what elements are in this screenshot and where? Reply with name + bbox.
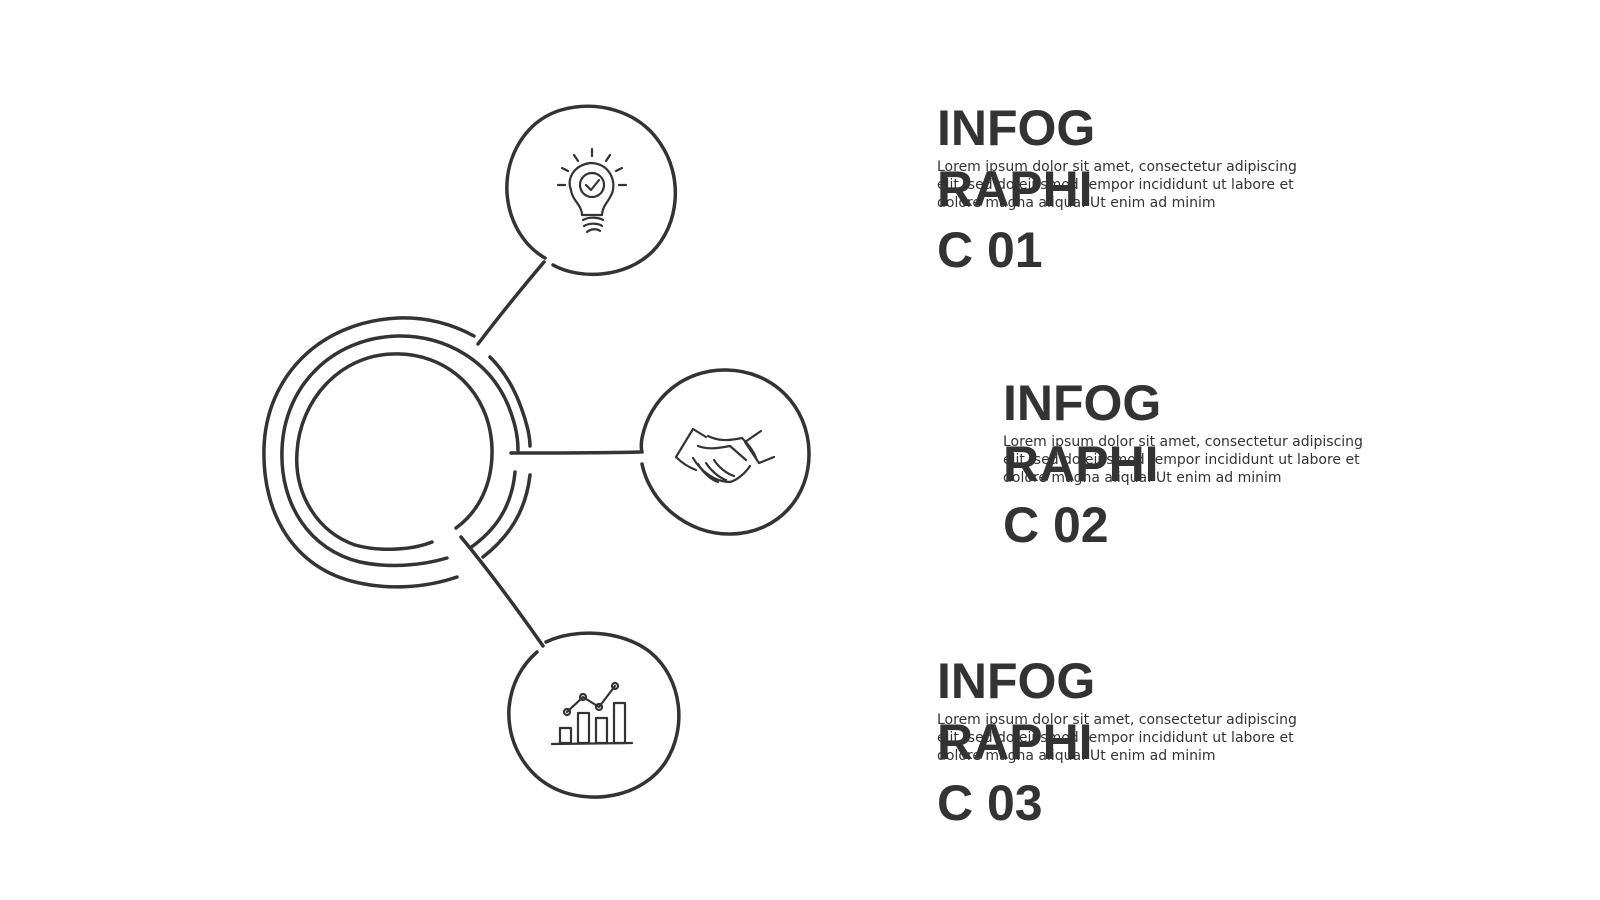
connector-middle — [509, 450, 642, 455]
hub-arc-lower-2 — [481, 473, 532, 559]
info-body-1: Lorem ipsum dolor sit amet, consectetur … — [937, 159, 1297, 211]
info-block-3: INFOGRAPHIC 03 Lorem ipsum dolor sit ame… — [937, 651, 1317, 841]
node-circle-top — [505, 104, 678, 277]
info-title-3: INFOGRAPHIC 03 — [937, 653, 1096, 831]
info-title-1: INFOGRAPHIC 01 — [937, 100, 1096, 278]
nodes — [505, 104, 811, 799]
hub-arc-upper — [488, 355, 532, 448]
info-body-2: Lorem ipsum dolor sit amet, consectetur … — [1003, 434, 1363, 486]
info-title-2: INFOGRAPHIC 02 — [1003, 375, 1162, 553]
connector-bottom — [459, 535, 545, 648]
hub-arc-lower-1 — [468, 470, 517, 550]
info-block-1: INFOGRAPHIC 01 Lorem ipsum dolor sit ame… — [937, 98, 1317, 288]
connectors — [459, 260, 642, 648]
hub-outer-ring — [262, 316, 476, 589]
lightbulb-check-icon — [556, 147, 628, 234]
hub-middle-ring — [280, 334, 520, 568]
hub-inner-ring — [295, 352, 494, 552]
connector-top — [476, 260, 546, 346]
bar-chart-growth-icon — [550, 681, 634, 746]
node-circle-bottom — [507, 631, 681, 799]
node-circle-middle — [639, 368, 811, 536]
info-body-3: Lorem ipsum dolor sit amet, consectetur … — [937, 712, 1297, 764]
info-block-2: INFOGRAPHIC 02 Lorem ipsum dolor sit ame… — [1003, 373, 1383, 563]
handshake-icon — [674, 427, 776, 484]
hub-rings — [262, 316, 532, 589]
